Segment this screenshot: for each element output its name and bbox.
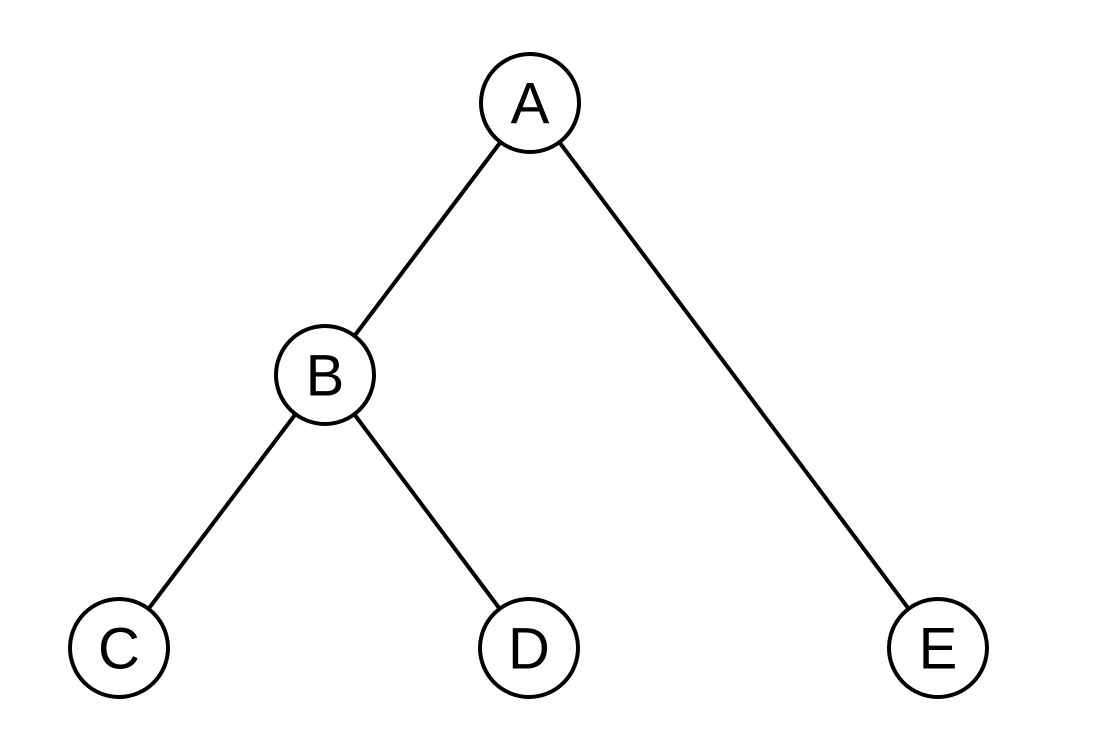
node-circle-a[interactable] xyxy=(479,52,581,154)
graph-node-d[interactable]: D xyxy=(478,597,580,699)
node-label-b: B xyxy=(306,344,345,409)
node-circle-b[interactable] xyxy=(274,324,376,426)
graph-edge-b-c xyxy=(146,412,298,611)
graph-node-a[interactable]: A xyxy=(479,52,581,154)
node-label-a: A xyxy=(511,72,550,137)
node-circle-c[interactable] xyxy=(68,597,170,699)
graph-node-c[interactable]: C xyxy=(68,597,170,699)
graph-node-e[interactable]: E xyxy=(887,597,989,699)
node-label-e: E xyxy=(919,617,958,682)
graph-edge-b-d xyxy=(352,413,502,610)
nodes-layer: A B C D E xyxy=(68,52,989,699)
edges-layer xyxy=(146,140,911,611)
graph-edge-a-e xyxy=(557,141,911,610)
node-label-c: C xyxy=(98,617,140,682)
node-circle-d[interactable] xyxy=(478,597,580,699)
graph-edge-a-b xyxy=(352,140,503,338)
node-circle-e[interactable] xyxy=(887,597,989,699)
graph-node-b[interactable]: B xyxy=(274,324,376,426)
node-label-d: D xyxy=(508,617,550,682)
